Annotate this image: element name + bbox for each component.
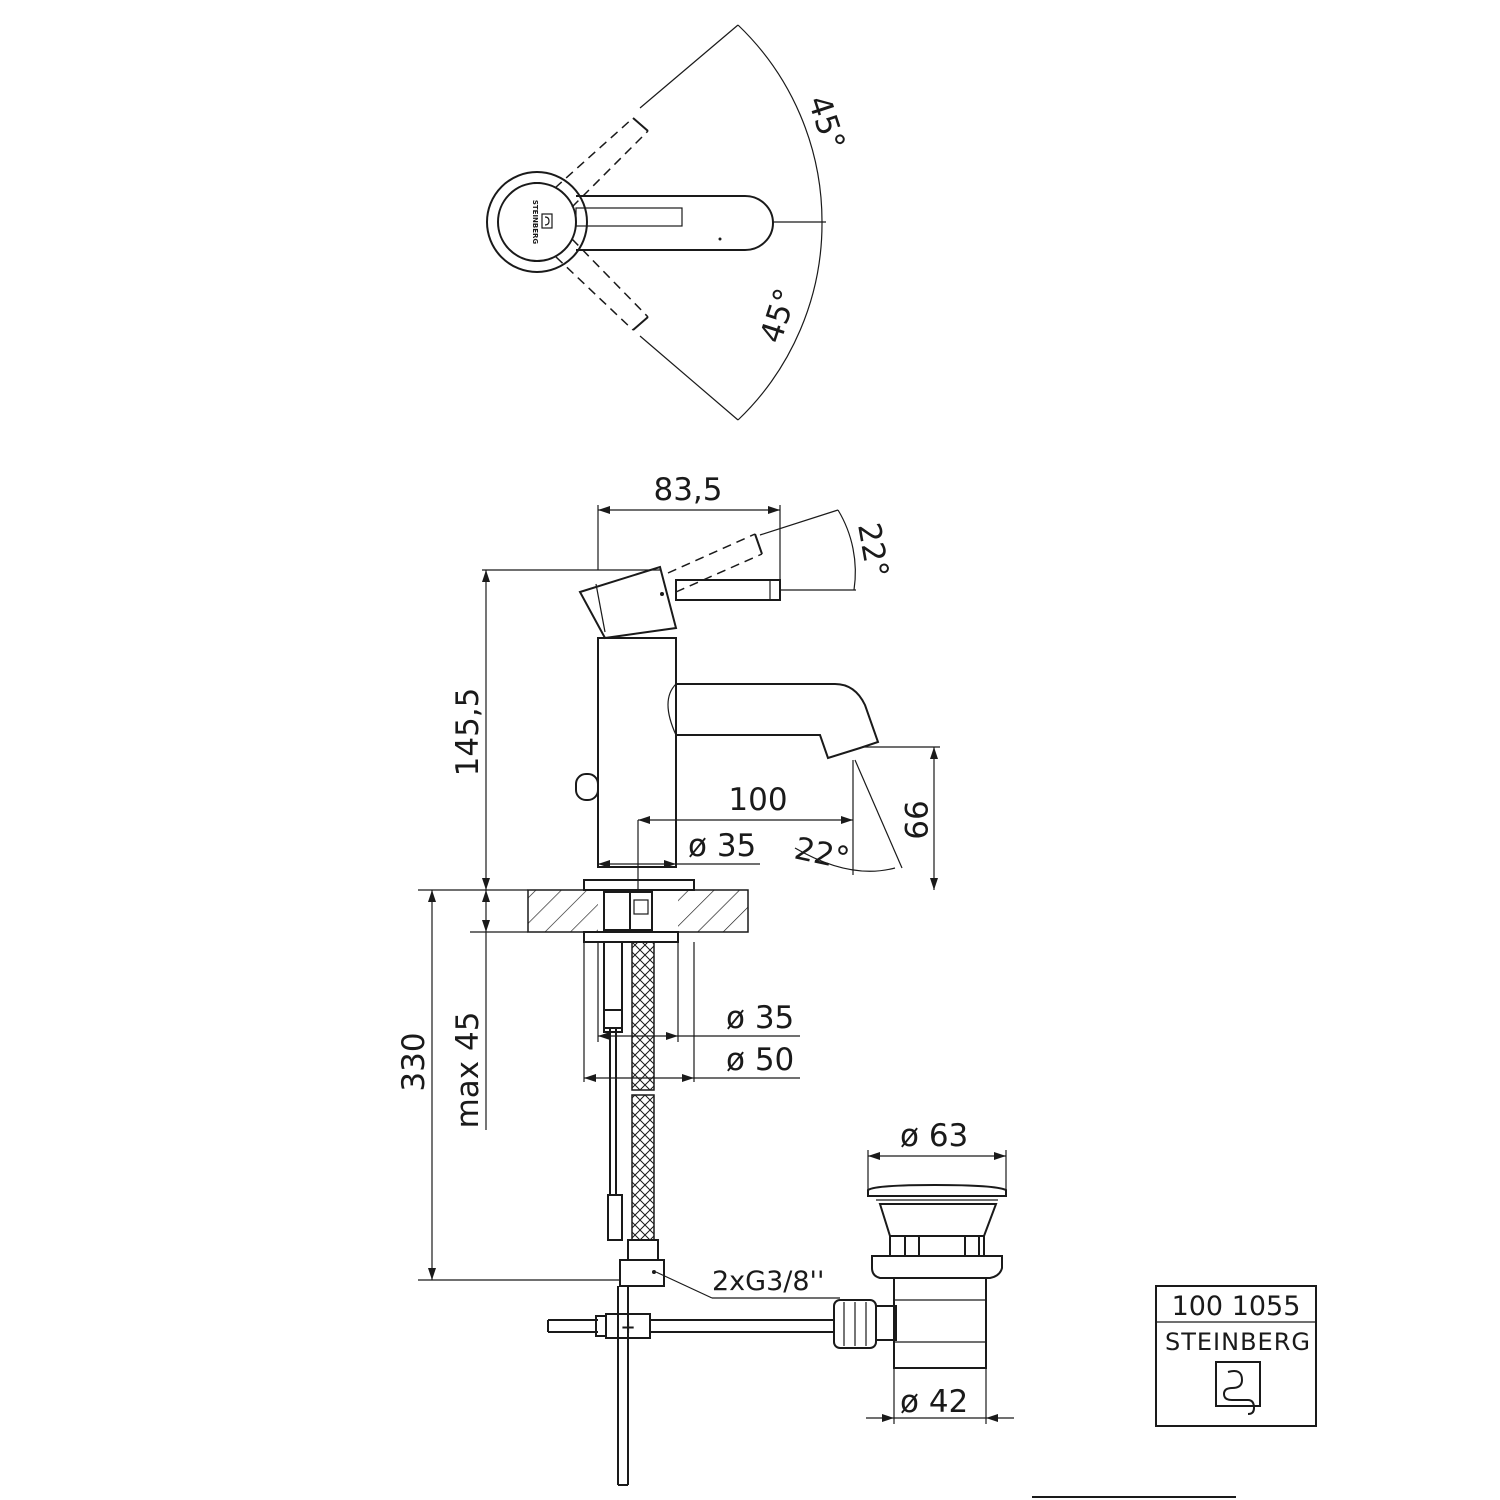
mounting-flange	[583, 879, 695, 891]
title-block: 100 1055 STEINBERG	[1155, 1285, 1317, 1427]
drain-cap	[867, 1183, 1007, 1197]
angle-label-upper: 45°	[800, 91, 851, 154]
dim-lever-angle: 22°	[850, 520, 895, 580]
hose-nut	[619, 1259, 665, 1287]
drain-body	[871, 1255, 1003, 1279]
connection-label: 2xG3/8''	[712, 1266, 824, 1297]
dim-pipe-length: 330	[396, 1032, 432, 1091]
braided-hose-lower	[631, 1094, 655, 1241]
top-view-lever-rotated-upper	[554, 117, 649, 208]
supply-hose	[603, 941, 623, 1033]
linkage-clamp	[605, 1313, 651, 1339]
svg-text:STEINBERG: STEINBERG	[531, 200, 539, 245]
angle-arc-lower	[737, 221, 823, 421]
popup-rod	[575, 773, 599, 801]
angle-arc-upper	[737, 24, 823, 223]
side-view: 83,5 22° 145,5 99 100 ø 35 22°	[450, 472, 940, 890]
drain-knurled-nut	[833, 1299, 877, 1349]
top-view-base-ring	[486, 171, 588, 273]
drain-flange	[878, 1203, 998, 1237]
article-number: 100 1055	[1172, 1291, 1301, 1322]
installation: + 330 max 45 ø 35 ø 50 2xG3/8''	[396, 879, 840, 1486]
steinberg-logo	[1215, 1361, 1261, 1415]
dim-base-diameter: ø 35	[688, 828, 756, 864]
dim-spout-height: 99	[897, 800, 933, 839]
lever	[675, 579, 781, 601]
dim-max-thickness: max 45	[450, 1012, 486, 1129]
dim-cap-diameter: ø 63	[900, 1118, 968, 1154]
svg-text:+: +	[620, 1317, 635, 1338]
lever-housing	[578, 565, 678, 640]
steinberg-logo-small: STEINBERG	[531, 200, 553, 245]
dim-hole-min: ø 35	[726, 1000, 794, 1036]
top-view-lever-rotated-lower	[555, 238, 649, 331]
dim-width: 83,5	[653, 472, 722, 508]
drain-assembly: ø 63 ø 42	[833, 1118, 1014, 1424]
spout	[676, 683, 880, 760]
dim-spout-angle: 22°	[791, 831, 852, 878]
braided-hose-upper	[631, 941, 655, 1091]
dim-reach: 100	[728, 782, 787, 818]
top-view-lever	[576, 195, 774, 251]
brand-name: STEINBERG	[1165, 1328, 1311, 1356]
dim-hole-max: ø 50	[726, 1042, 794, 1078]
dim-outlet-diameter: ø 42	[900, 1384, 968, 1420]
faucet-body	[597, 637, 677, 868]
dim-height: 145,5	[450, 688, 486, 777]
top-view: STEINBERG 45° 45°	[486, 24, 852, 421]
